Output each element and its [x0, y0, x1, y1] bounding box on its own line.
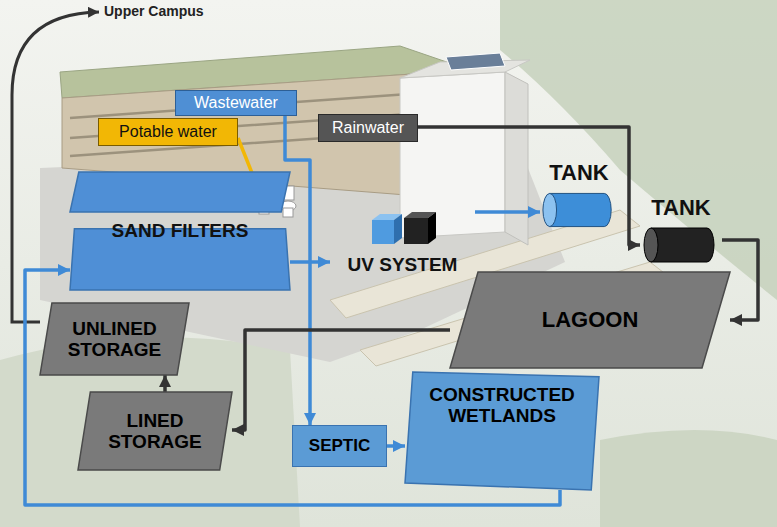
uv-cube-face: [404, 218, 428, 244]
uv-units: [330, 210, 475, 246]
node-label: TANK: [549, 161, 608, 186]
node-label: LAGOON: [542, 308, 639, 333]
storage-pond: UNLINED STORAGE: [40, 303, 189, 375]
node-label: Wastewater: [194, 94, 278, 112]
flow-pipe: [475, 210, 540, 214]
pipe-band: Wastewater: [175, 90, 297, 116]
node-label: Rainwater: [332, 119, 404, 137]
uv-cube-face: [394, 214, 402, 244]
node-label: SEPTIC: [309, 436, 370, 455]
septic-tank: SEPTIC: [292, 425, 387, 467]
tank-cylinder: [640, 224, 722, 266]
uv-cube-face: [428, 212, 436, 244]
storage-pond: LINED STORAGE: [78, 392, 232, 470]
lagoon-basin: LAGOON: [450, 272, 730, 368]
node-label: Potable water: [119, 123, 217, 141]
node-label: TANK: [651, 196, 710, 221]
basin-fill: [450, 272, 730, 368]
basin-fill: [40, 303, 189, 375]
flow-pipe: [387, 444, 405, 448]
node-label: UNLINED STORAGE: [48, 318, 181, 361]
basin-fill: [70, 172, 290, 212]
tank-cap: [644, 228, 658, 262]
pipe-band: Rainwater: [318, 114, 418, 142]
tank-cylinder: [540, 189, 618, 231]
uv-cube-face: [372, 220, 394, 244]
node-label: CONSTRUCTED WETLANDS: [413, 384, 591, 427]
basin-fill: [78, 392, 232, 470]
basin-fill: [405, 372, 599, 490]
flow-pipe: [290, 260, 330, 264]
uv-system: UV SYSTEM: [330, 208, 475, 278]
tank-body: [550, 193, 611, 226]
lawn: [600, 430, 777, 527]
flow-pipe: [163, 375, 167, 392]
storage-tank: TANK: [540, 160, 618, 233]
wetland-basin: CONSTRUCTED WETLANDS: [405, 372, 599, 490]
pipe-band: Potable water: [98, 118, 238, 146]
storage-tank: TANK: [640, 195, 722, 268]
tower-side: [505, 72, 528, 245]
flow-pipe: [418, 127, 640, 245]
sand-filter-beds: SAND FILTERS: [70, 172, 290, 290]
node-label: LINED STORAGE: [86, 410, 224, 453]
tank-cap: [543, 193, 557, 226]
node-label: SAND FILTERS: [112, 220, 249, 241]
tank-body: [651, 228, 714, 262]
solar-panels: [446, 53, 505, 70]
node-label: UV SYSTEM: [348, 254, 458, 275]
destination-label: Upper Campus: [104, 3, 204, 19]
